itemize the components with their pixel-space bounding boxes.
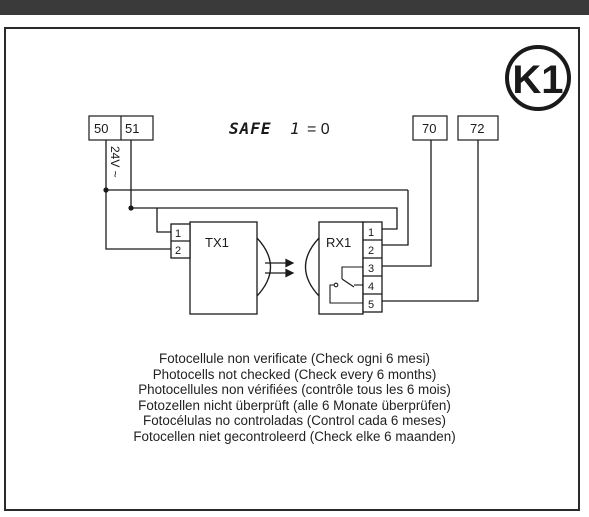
relay-contact (329, 266, 363, 304)
title-param: SAFE (229, 119, 272, 138)
rx1-pin-3: 3 (368, 263, 374, 275)
rx1-pin-4: 4 (368, 281, 374, 293)
caption-line-nl: Fotocellen niet gecontroleerd (Check elk… (133, 428, 456, 444)
terminal-block-right (412, 115, 499, 141)
supply-label: 24V ~ (108, 146, 122, 178)
badge-label: K1 (512, 58, 563, 102)
tx1-pin-1: 1 (175, 228, 181, 240)
caption-line-it: Fotocellule non verificate (Check ogni 6… (159, 351, 430, 366)
title-value: = 0 (307, 121, 330, 138)
top-bar (0, 0, 589, 15)
tx1-device (170, 221, 271, 315)
junction-dots (103, 187, 134, 211)
caption-line-en: Photocells not checked (Check every 6 mo… (152, 366, 437, 382)
rx1-pin-1: 1 (368, 227, 374, 239)
beam-arrows (265, 258, 295, 278)
wires (105, 140, 479, 302)
rx1-pin-2: 2 (368, 245, 374, 257)
terminal-70: 70 (422, 121, 436, 136)
terminal-72: 72 (470, 121, 484, 136)
terminal-51: 51 (125, 121, 139, 136)
terminal-50: 50 (94, 121, 108, 136)
diagram-frame (4, 27, 580, 511)
k1-badge: K1 (505, 45, 571, 111)
tx1-pin-2: 2 (175, 245, 181, 257)
terminal-block-left (88, 115, 154, 141)
caption-line-es: Fotocélulas no controladas (Control cada… (143, 413, 446, 429)
title-index: 1 (290, 119, 300, 138)
rx1-label: RX1 (326, 235, 351, 250)
tx1-label: TX1 (205, 235, 229, 250)
caption-line-de: Fotozellen nicht überprüft (alle 6 Monat… (138, 397, 451, 413)
rx1-device (305, 221, 383, 315)
rx1-pin-5: 5 (368, 299, 374, 311)
caption-line-fr: Photocellules non vérifiées (contrôle to… (138, 382, 451, 398)
caption: Fotocellule non verificate (Check ogni 6… (0, 351, 589, 445)
